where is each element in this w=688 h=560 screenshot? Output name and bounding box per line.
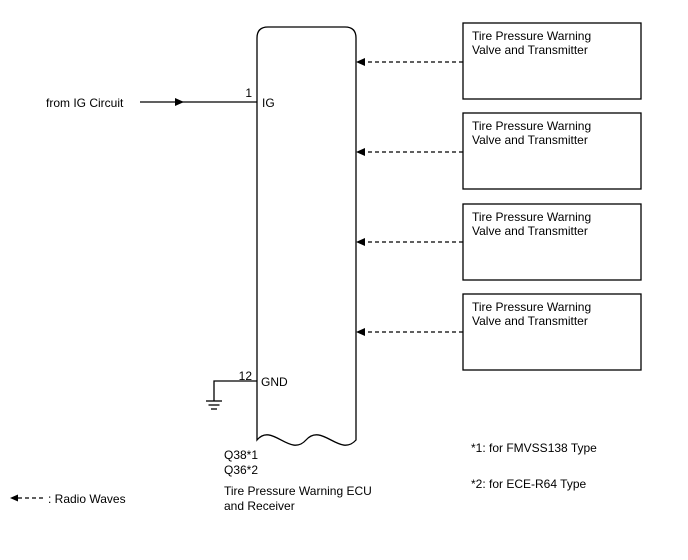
transmitter-label-line2: Valve and Transmitter: [472, 224, 588, 238]
pin-gnd-name: GND: [261, 375, 288, 389]
pin-gnd: 12 GND: [206, 369, 288, 410]
pin-ig-number: 1: [245, 86, 252, 100]
radio-wave-arrowhead: [356, 328, 365, 336]
transmitter-label-line1: Tire Pressure Warning: [472, 210, 591, 224]
ig-input: from IG Circuit: [46, 96, 257, 110]
radio-wave-arrowhead: [356, 58, 365, 66]
ecu-name-line2: and Receiver: [224, 499, 295, 513]
pin-gnd-number: 12: [239, 369, 253, 383]
transmitter-label-line1: Tire Pressure Warning: [472, 29, 591, 43]
transmitter-2: Tire Pressure Warning Valve and Transmit…: [356, 112, 642, 190]
transmitter-label-line2: Valve and Transmitter: [472, 133, 588, 147]
transmitter-label-line2: Valve and Transmitter: [472, 43, 588, 57]
note-ece-r64: *2: for ECE-R64 Type: [471, 477, 586, 491]
legend-label: : Radio Waves: [48, 492, 126, 506]
gnd-wire: [213, 380, 257, 401]
transmitter-label-line1: Tire Pressure Warning: [472, 300, 591, 314]
transmitter-label-line1: Tire Pressure Warning: [472, 119, 591, 133]
transmitter-4: Tire Pressure Warning Valve and Transmit…: [356, 293, 642, 371]
radio-wave-arrowhead: [356, 238, 365, 246]
input-label: from IG Circuit: [46, 96, 124, 110]
ig-arrowhead: [175, 98, 184, 106]
transmitter-3: Tire Pressure Warning Valve and Transmit…: [356, 203, 642, 281]
transmitter-1: Tire Pressure Warning Valve and Transmit…: [356, 22, 642, 100]
ground-icon: [206, 400, 222, 410]
transmitter-label-line2: Valve and Transmitter: [472, 314, 588, 328]
ecu-body: [256, 26, 357, 446]
ecu-name-line1: Tire Pressure Warning ECU: [224, 484, 372, 498]
legend: : Radio Waves: [10, 492, 126, 506]
connector-q36: Q36*2: [224, 463, 258, 477]
transmitter-box: [462, 22, 642, 100]
legend-arrowhead: [10, 494, 18, 502]
pin-ig-name: IG: [262, 96, 275, 110]
pin-ig: 1 IG: [245, 86, 274, 110]
radio-wave-arrowhead: [356, 148, 365, 156]
transmitter-box: [462, 112, 642, 190]
connector-q38: Q38*1: [224, 448, 258, 462]
note-fmvss138: *1: for FMVSS138 Type: [471, 441, 597, 455]
